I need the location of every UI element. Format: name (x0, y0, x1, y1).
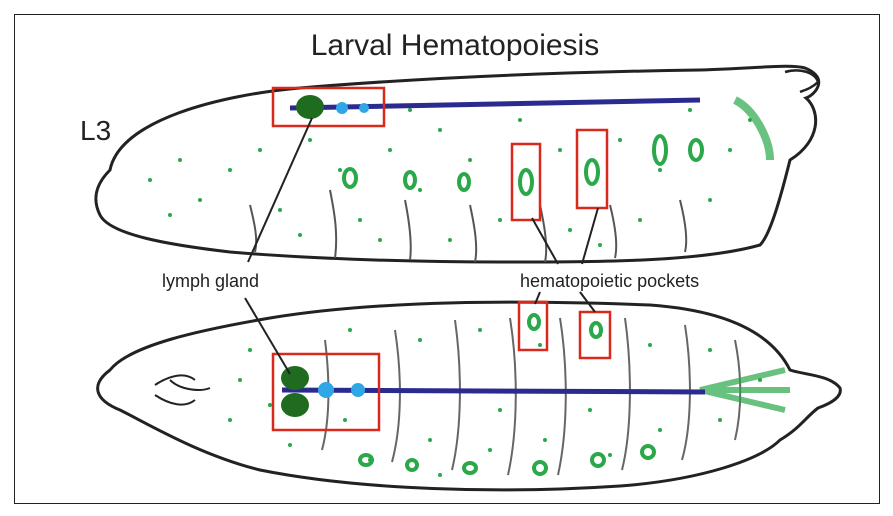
larva-lateral-body (96, 66, 819, 262)
pericardial-cell (359, 103, 369, 113)
lymph-gland-label: lymph gland (162, 271, 259, 291)
lymph-gland-lateral (296, 95, 324, 119)
stage-label: L3 (80, 115, 111, 146)
larva-dorsal (98, 302, 841, 490)
larva-lateral (96, 66, 819, 262)
lymph-gland-dorsal-upper (281, 366, 309, 390)
dorsal-vessel-dorsal (282, 390, 705, 392)
lymph-gland-dorsal-lower (281, 393, 309, 417)
hematopoietic-pockets-label: hematopoietic pockets (520, 271, 699, 291)
figure-title: Larval Hematopoiesis (311, 29, 599, 62)
pericardial-cell (336, 102, 348, 114)
pericardial-cell (351, 383, 365, 397)
pericardial-cell (318, 382, 334, 398)
